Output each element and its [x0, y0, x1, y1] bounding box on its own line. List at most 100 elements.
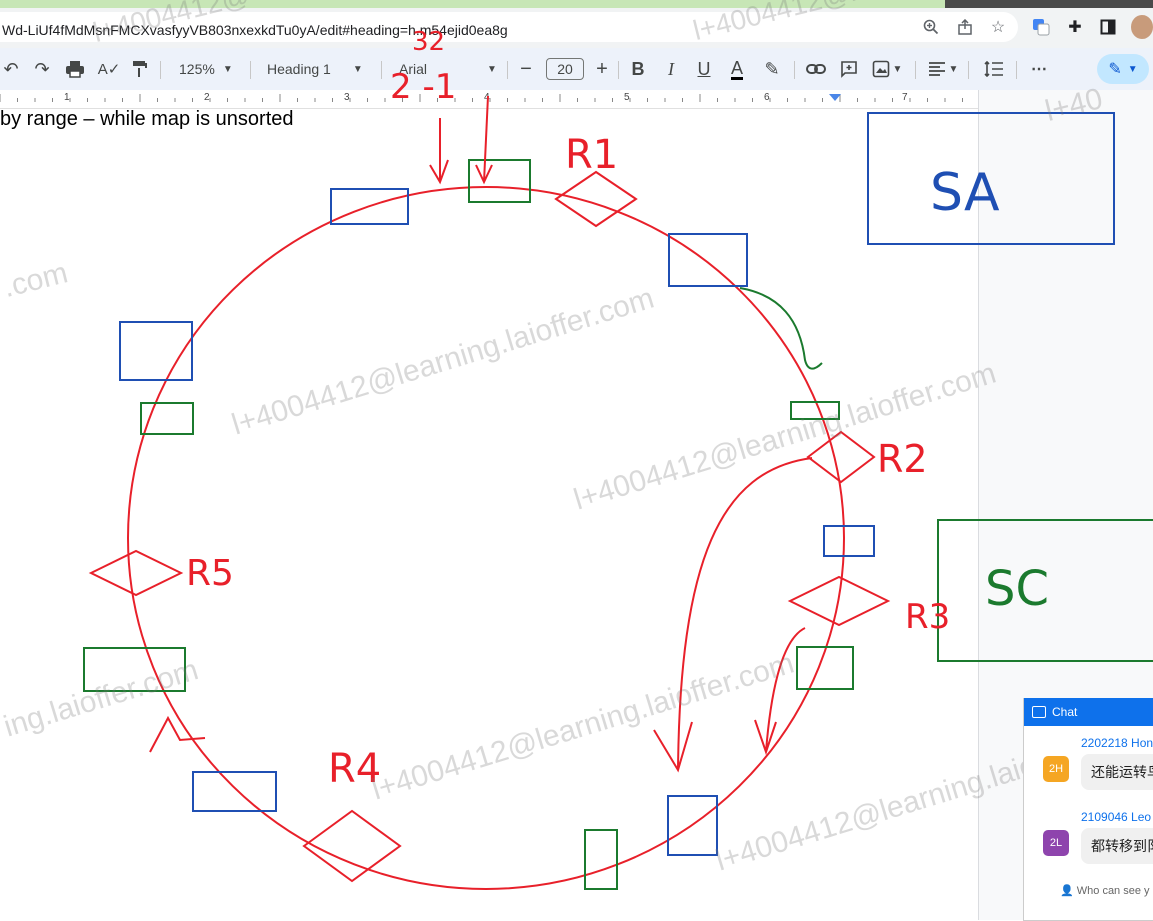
toolbar-separator — [968, 61, 969, 79]
chat-sender-name: 2109046 Leo — [1081, 810, 1152, 824]
red-arrows — [149, 95, 813, 773]
line-spacing-icon[interactable] — [982, 48, 1006, 90]
chat-message: 都转移到阝 — [1081, 828, 1153, 864]
add-comment-icon[interactable] — [838, 48, 860, 90]
chat-sender-name: 2202218 Hon — [1081, 736, 1153, 750]
decrease-font-size-button[interactable]: − — [520, 57, 532, 80]
chat-visibility-note[interactable]: 👤 Who can see y — [1024, 884, 1153, 897]
toolbar-separator — [1016, 61, 1017, 79]
star-icon[interactable]: ☆ — [990, 19, 1006, 36]
label-r2: R2 — [877, 437, 928, 481]
chevron-down-icon: ▼ — [352, 63, 363, 75]
label-r3: R3 — [905, 597, 950, 637]
blue-node — [330, 188, 409, 225]
highlight-pen-icon[interactable]: ✎ — [764, 58, 780, 79]
pencil-icon: ✎ — [1108, 61, 1122, 78]
hash-ring — [127, 186, 845, 890]
range-diamond — [554, 170, 638, 228]
link-icon[interactable] — [804, 48, 828, 90]
chevron-down-icon: ▼ — [948, 63, 959, 75]
align-left-icon[interactable]: ▼ — [926, 48, 960, 90]
chevron-down-icon: ▼ — [222, 63, 233, 75]
chat-icon — [1032, 706, 1046, 718]
font-family-dropdown[interactable]: Arial▼ — [399, 48, 497, 90]
avatar: 2H — [1043, 756, 1069, 782]
label-r5: R5 — [186, 553, 234, 594]
undo-icon[interactable]: ↶ — [3, 58, 19, 79]
side-panel-icon[interactable] — [1098, 17, 1118, 37]
toolbar-separator — [381, 61, 382, 79]
zoom-dropdown[interactable]: 125% ▼ — [179, 48, 233, 90]
handwritten-labels: 32 2 -1 R1 R2 R3 R4 R5 — [186, 27, 950, 792]
insert-image-icon[interactable]: ▼ — [870, 48, 904, 90]
print-icon[interactable] — [62, 48, 88, 90]
extensions-puzzle-icon[interactable]: ✚ — [1068, 19, 1082, 36]
ruler-mark: 3 — [344, 92, 350, 103]
green-curve — [739, 287, 823, 370]
red-diamonds — [88, 170, 891, 883]
green-node — [468, 159, 531, 203]
label-r1: R1 — [565, 132, 618, 178]
green-node — [796, 646, 854, 690]
chat-header[interactable]: Chat — [1024, 698, 1153, 726]
url-field[interactable]: Wd-LiUf4fMdMsnFMCXvasfyyVB803nxexkdTu0yA… — [0, 12, 1018, 42]
chat-panel[interactable]: Chat 2202218 Hon 2H 还能运转鸟 2109046 Leo 2L… — [1023, 698, 1153, 921]
chat-visibility-text: Who can see y — [1076, 885, 1150, 897]
range-diamond — [302, 809, 402, 883]
ruler-mark: 1 — [64, 92, 70, 103]
horizontal-ruler[interactable]: 1 2 3 4 5 6 7 — [0, 90, 980, 109]
docs-toolbar: ↶ ↷ A✓ 125%▼ Heading 1▼ Arial▼ − 20 + B … — [0, 48, 1153, 90]
toolbar-separator — [160, 61, 161, 79]
increase-font-size-button[interactable]: + — [596, 57, 608, 80]
chat-title: Chat — [1052, 705, 1078, 719]
editing-mode-button[interactable]: ✎▼ — [1097, 54, 1149, 84]
shard-c-label: SC — [985, 561, 1049, 617]
green-node — [584, 829, 618, 890]
label-32: 32 — [412, 27, 445, 57]
profile-avatar[interactable] — [1131, 15, 1153, 39]
text-color-icon: A — [730, 57, 743, 80]
zoom-icon[interactable] — [921, 17, 941, 37]
chevron-down-icon: ▼ — [487, 63, 497, 75]
font-size-field[interactable]: 20 — [542, 48, 588, 90]
share-icon[interactable] — [955, 17, 975, 37]
people-icon: 👤 — [1060, 885, 1074, 897]
green-node-boxes — [83, 159, 854, 890]
ruler-mark: 7 — [902, 92, 908, 103]
bold-button[interactable]: B — [631, 58, 645, 79]
paint-format-icon[interactable] — [128, 48, 152, 90]
paragraph-style-dropdown[interactable]: Heading 1 ▼ — [267, 48, 363, 90]
redo-icon[interactable]: ↷ — [34, 58, 50, 79]
toolbar-separator — [250, 61, 251, 79]
ruler-ticks — [0, 94, 963, 102]
more-options-icon[interactable]: ⋯ — [1031, 61, 1047, 78]
blue-node — [823, 525, 875, 557]
label-2-minus-1: 2 -1 — [390, 67, 456, 107]
shard-c-box — [937, 519, 1153, 662]
green-node — [790, 401, 840, 420]
text-color-button[interactable]: A — [726, 48, 748, 90]
address-bar-area: Wd-LiUf4fMdMsnFMCXvasfyyVB803nxexkdTu0yA… — [0, 8, 1153, 48]
label-r4: R4 — [328, 746, 381, 792]
zoom-value: 125% — [179, 61, 215, 77]
shard-a-label: SA — [930, 163, 1000, 223]
indent-marker-icon — [829, 94, 841, 101]
spellcheck-icon[interactable]: A✓ — [97, 61, 121, 78]
range-diamond — [806, 430, 876, 484]
curved-arrow — [653, 457, 813, 773]
shard-a-box — [867, 112, 1115, 245]
document-text-line[interactable]: by range – while map is unsorted — [0, 108, 294, 130]
browser-tab-strip — [945, 0, 1153, 8]
arrow-down — [475, 95, 493, 185]
blue-node — [119, 321, 193, 381]
underline-button[interactable]: U — [697, 58, 711, 79]
toolbar-separator — [507, 61, 508, 79]
ruler-mark: 4 — [484, 92, 490, 103]
toolbar-separator — [915, 61, 916, 79]
chevron-down-icon: ▼ — [1127, 63, 1138, 75]
translate-extension-icon[interactable] — [1030, 16, 1052, 38]
paragraph-style-value: Heading 1 — [267, 61, 331, 77]
arrow-down — [429, 118, 449, 185]
italic-button[interactable]: I — [668, 58, 674, 79]
